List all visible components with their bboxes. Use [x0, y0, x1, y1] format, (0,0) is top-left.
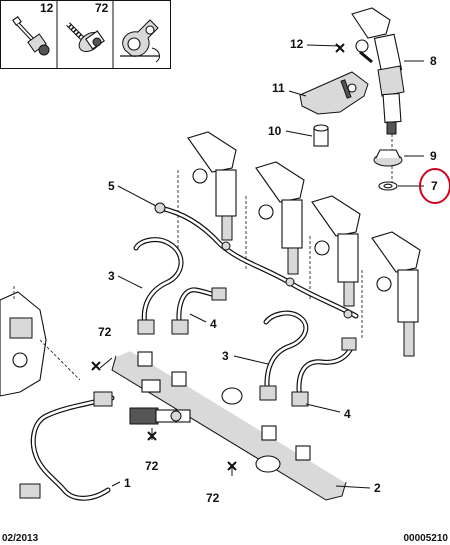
callout-5: 5 [108, 179, 115, 193]
sleeve-part-10 [313, 124, 329, 147]
pipe-clip-icon [120, 19, 160, 63]
bolt-icon [12, 16, 50, 56]
injector-1 [187, 131, 237, 241]
callout-9: 9 [430, 149, 437, 163]
pressure-sensor [129, 407, 191, 425]
injector-2 [255, 161, 305, 275]
header-ref-12: 12 [40, 1, 54, 15]
leader-lines [91, 43, 424, 489]
leak-off-pipe-part-5 [154, 202, 359, 319]
supply-pipe-part-1 [19, 391, 115, 501]
header-parts-box: 12 72 [0, 0, 171, 69]
highlight-circle [419, 168, 450, 204]
footer-date: 02/2013 [2, 533, 39, 544]
washer-part-7 [378, 181, 398, 191]
callout-12: 12 [290, 37, 304, 51]
callout-3-upper: 3 [108, 269, 115, 283]
injector-top [351, 7, 405, 135]
callout-4-lower: 4 [344, 407, 351, 421]
callout-2: 2 [374, 481, 381, 495]
callout-labels: 12 8 11 10 9 7 5 3 4 72 3 4 72 1 2 72 [98, 37, 438, 505]
injector-3 [311, 195, 361, 307]
clamp-part-11 [299, 71, 369, 115]
callout-1: 1 [124, 476, 131, 490]
callout-72-bottom: 72 [145, 459, 159, 473]
flanged-bolt-icon [66, 22, 105, 53]
callout-8: 8 [430, 54, 437, 68]
seal-part-9 [373, 149, 403, 167]
footer-code: 00005210 [404, 533, 449, 544]
callout-72-right: 72 [206, 491, 220, 505]
injector-assembly [299, 7, 405, 191]
callout-11: 11 [272, 81, 285, 95]
injector-pipe-part-4-right [291, 337, 357, 407]
injector-pipe-part-4-left [171, 287, 227, 335]
injector-pipe-part-3-right [259, 310, 309, 401]
callout-10: 10 [268, 124, 282, 138]
injector-pipe-part-3-left [133, 237, 184, 335]
callout-3-lower: 3 [222, 349, 229, 363]
callout-72-left: 72 [98, 325, 112, 339]
engine-injectors [177, 131, 421, 357]
callout-7: 7 [431, 179, 438, 193]
header-ref-72: 72 [95, 1, 109, 15]
injector-4 [371, 231, 421, 357]
fuel-rail-part-2 [111, 348, 347, 501]
callout-4-upper: 4 [210, 317, 217, 331]
engine-block [0, 286, 81, 397]
